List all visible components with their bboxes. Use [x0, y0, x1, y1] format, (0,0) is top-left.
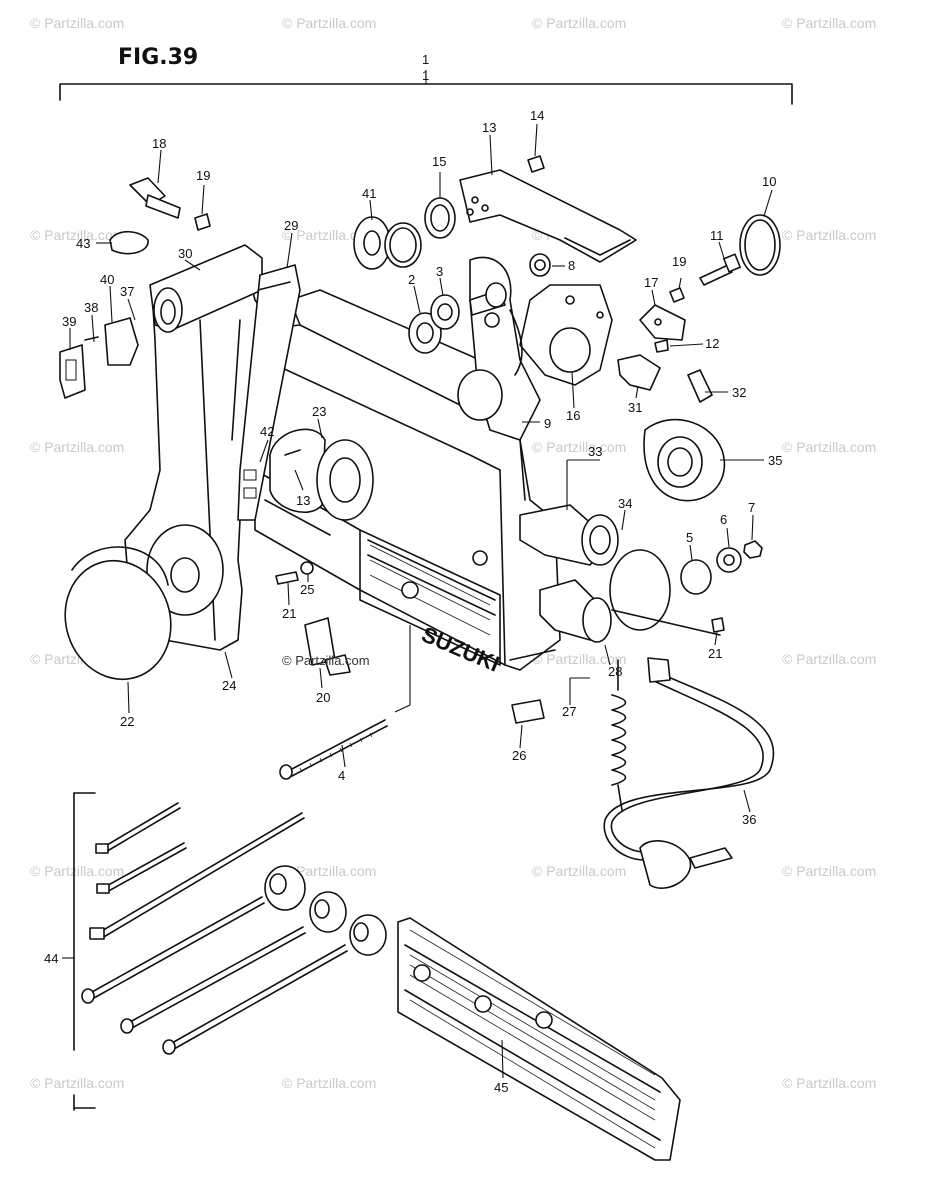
callout-39: 39 — [62, 314, 76, 329]
callout-27: 27 — [562, 704, 576, 719]
callout-18: 18 — [152, 136, 166, 151]
callout-3: 3 — [436, 264, 443, 279]
callout-9: 9 — [544, 416, 551, 431]
washer-stack — [680, 540, 763, 595]
switch-housing — [643, 418, 726, 502]
callout-31: 31 — [628, 400, 642, 415]
callout-21b: 21 — [708, 646, 722, 661]
watermark: © Partzilla.com — [532, 15, 626, 31]
watermark: © Partzilla.com — [782, 15, 876, 31]
callout-6: 6 — [720, 512, 727, 527]
watermark: © Partzilla.com — [532, 863, 626, 879]
callout-13b: 13 — [296, 493, 310, 508]
bolt-11 — [699, 253, 741, 286]
watermark: © Partzilla.com — [30, 439, 124, 455]
watermark: © Partzilla.com — [282, 227, 376, 243]
callout-23: 23 — [312, 404, 326, 419]
callout-7: 7 — [748, 500, 755, 515]
side-cover-plate — [397, 917, 681, 1161]
callout-37: 37 — [120, 284, 134, 299]
small-bracket-group — [617, 287, 713, 403]
callout-13: 13 — [482, 120, 496, 135]
figure-title: FIG.39 — [118, 45, 198, 70]
callout-42: 42 — [260, 424, 274, 439]
watermark: © Partzilla.com — [282, 1075, 376, 1091]
watermark: © Partzilla.com — [782, 863, 876, 879]
misc-small-parts — [275, 561, 725, 676]
detent-assembly — [269, 428, 374, 521]
callout-38: 38 — [84, 300, 98, 315]
inline-watermark: © Partzilla.com — [282, 653, 370, 668]
long-screw-4 — [279, 719, 388, 780]
callout-29: 29 — [284, 218, 298, 233]
callout-8: 8 — [568, 258, 575, 273]
watermark: © Partzilla.com — [532, 439, 626, 455]
watermark: © Partzilla.com — [282, 863, 376, 879]
lever-hub-cover — [64, 546, 172, 681]
callout-1: 1 — [422, 52, 429, 67]
callout-19b: 19 — [672, 254, 686, 269]
callout-20: 20 — [316, 690, 330, 705]
callout-labels: 18 19 43 30 29 40 37 38 39 41 15 13 14 1… — [44, 108, 782, 1095]
callout-34: 34 — [618, 496, 632, 511]
callout-5: 5 — [686, 530, 693, 545]
callout-2: 2 — [408, 272, 415, 287]
callout-35: 35 — [768, 453, 782, 468]
callout-26: 26 — [512, 748, 526, 763]
left-small-parts — [59, 177, 211, 399]
callout-24: 24 — [222, 678, 236, 693]
callout-4: 4 — [338, 768, 345, 783]
callout-40: 40 — [100, 272, 114, 287]
callout-36: 36 — [742, 812, 756, 827]
callout-25: 25 — [300, 582, 314, 597]
callout-15: 15 — [432, 154, 446, 169]
callout-16: 16 — [566, 408, 580, 423]
watermark: © Partzilla.com — [782, 439, 876, 455]
callout-45: 45 — [494, 1080, 508, 1095]
gasket-10 — [739, 214, 781, 276]
cam-plate-group — [353, 197, 613, 441]
assembly-bracket: 1 1 — [59, 52, 793, 105]
callout-17: 17 — [644, 275, 658, 290]
callout-11: 11 — [710, 228, 724, 243]
callout-21: 21 — [282, 606, 296, 621]
callout-28: 28 — [608, 664, 622, 679]
callout-44: 44 — [44, 951, 58, 966]
leader-lines — [62, 123, 773, 1079]
watermark: © Partzilla.com — [30, 227, 124, 243]
callout-14: 14 — [530, 108, 544, 123]
callout-41: 41 — [362, 186, 376, 201]
callout-43: 43 — [76, 236, 90, 251]
throttle-arm — [459, 155, 637, 263]
watermark: © Partzilla.com — [532, 651, 626, 667]
watermark: © Partzilla.com — [782, 651, 876, 667]
accessory-kit — [73, 792, 387, 1111]
callout-33: 33 — [588, 444, 602, 459]
callout-1-sub: 1 — [422, 68, 429, 83]
callout-30: 30 — [178, 246, 192, 261]
watermark: © Partzilla.com — [30, 1075, 124, 1091]
watermark: © Partzilla.com — [282, 15, 376, 31]
cable-harness — [603, 657, 775, 889]
neutral-bracket — [237, 264, 301, 521]
callout-22: 22 — [120, 714, 134, 729]
callout-19: 19 — [196, 168, 210, 183]
callout-12: 12 — [705, 336, 719, 351]
callout-10: 10 — [762, 174, 776, 189]
connector-group — [511, 504, 721, 724]
control-lever-arm — [124, 244, 263, 651]
callout-32: 32 — [732, 385, 746, 400]
watermark: © Partzilla.com — [30, 15, 124, 31]
watermark: © Partzilla.com — [30, 863, 124, 879]
watermark: © Partzilla.com — [782, 1075, 876, 1091]
watermark: © Partzilla.com — [782, 227, 876, 243]
